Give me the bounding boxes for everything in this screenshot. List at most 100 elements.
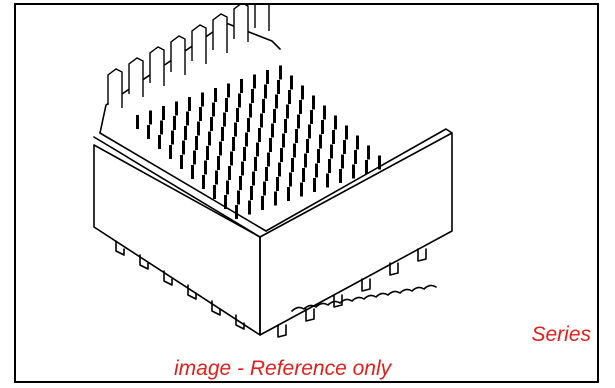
contact-pin — [330, 144, 333, 159]
comb-finger — [128, 57, 144, 97]
contact-pin — [291, 158, 294, 172]
comb-finger — [212, 13, 228, 53]
contact-pin — [252, 171, 255, 186]
contact-pin — [319, 134, 322, 149]
comb-finger — [254, 5, 270, 31]
contact-pin — [169, 145, 172, 159]
contact-pin — [245, 132, 248, 147]
comb-finger — [170, 35, 186, 75]
contact-pin — [302, 168, 305, 182]
contact-pin — [251, 89, 254, 103]
left-feet — [115, 240, 245, 330]
contact-pin — [310, 110, 313, 124]
contact-pin — [221, 127, 224, 141]
contact-pin — [261, 196, 264, 210]
right-wall — [259, 132, 453, 336]
contact-pin — [236, 108, 239, 122]
contact-pin — [248, 200, 251, 215]
contact-pin — [301, 85, 304, 100]
contact-pin — [204, 160, 207, 175]
contact-pin — [210, 117, 213, 131]
contact-pin — [332, 130, 335, 144]
contact-pin — [267, 152, 270, 167]
contact-pin — [191, 165, 194, 179]
contact-pin — [186, 111, 189, 126]
contact-pin — [295, 129, 298, 143]
contact-pin — [249, 103, 252, 118]
contact-pin — [280, 148, 283, 162]
contact-pin — [273, 109, 276, 123]
contact-pin — [300, 182, 303, 197]
contact-pin — [227, 83, 230, 98]
contact-pin — [182, 140, 185, 155]
contact-pin — [313, 178, 316, 192]
contact-pin — [201, 92, 204, 107]
contact-pin — [304, 153, 307, 168]
comb-finger — [149, 46, 165, 86]
contact-pin — [226, 180, 229, 195]
contact-pin — [213, 185, 216, 199]
contact-pin — [265, 167, 268, 181]
contact-pin — [158, 135, 161, 149]
contact-pin — [262, 99, 265, 113]
contact-pin — [345, 125, 348, 140]
contact-pin — [287, 187, 290, 201]
comb-finger — [191, 24, 207, 64]
contact-pin — [284, 119, 287, 133]
contact-pin — [195, 136, 198, 150]
contact-pin — [286, 104, 289, 119]
comb-finger — [107, 68, 123, 108]
contact-pin — [264, 84, 267, 99]
contact-pin — [354, 150, 357, 164]
contact-pin — [232, 137, 235, 151]
contact-pin — [224, 195, 227, 209]
contact-pin — [202, 175, 205, 189]
contact-pin — [253, 74, 256, 89]
contact-pin — [188, 97, 191, 111]
contact-pin — [136, 115, 139, 129]
contact-pin — [308, 124, 311, 139]
contact-pin — [254, 157, 257, 171]
connector-drawing — [93, 5, 453, 338]
contact-pin — [339, 169, 342, 183]
contact-pin — [334, 115, 337, 130]
contact-pin — [297, 114, 300, 129]
left-wall-rim — [93, 132, 267, 238]
back-comb-fingers — [107, 5, 270, 108]
contact-pin — [312, 95, 315, 110]
contact-pin — [225, 98, 228, 112]
contact-pin — [235, 205, 238, 219]
left-wall — [93, 144, 261, 336]
contact-pin — [162, 106, 165, 120]
contact-pin — [288, 90, 291, 104]
contact-pin — [293, 143, 296, 158]
contact-pin — [317, 149, 320, 163]
contact-pin — [289, 172, 292, 187]
contact-pin — [367, 145, 370, 160]
caption-series: Series — [531, 323, 591, 346]
contact-pin — [228, 166, 231, 180]
contact-pin — [256, 142, 259, 157]
contact-pin — [237, 190, 240, 205]
contact-pin — [321, 120, 324, 134]
contact-pin — [217, 156, 220, 170]
contact-pin — [175, 101, 178, 116]
pin-array — [136, 65, 381, 219]
contact-pin — [276, 177, 279, 191]
contact-pin — [343, 140, 346, 154]
contact-pin — [223, 112, 226, 127]
contact-pin — [147, 125, 150, 139]
right-feet — [277, 248, 427, 338]
contact-pin — [274, 191, 277, 206]
contact-pin — [199, 107, 202, 121]
contact-pin — [299, 100, 302, 114]
contact-pin — [238, 93, 241, 108]
contact-pin — [208, 131, 211, 146]
contact-pin — [365, 160, 368, 174]
contact-pin — [193, 150, 196, 165]
contact-pin — [356, 135, 359, 150]
contact-pin — [247, 118, 250, 132]
right-wall-rim — [265, 128, 453, 232]
contact-pin — [184, 126, 187, 140]
right-serration — [291, 284, 437, 312]
